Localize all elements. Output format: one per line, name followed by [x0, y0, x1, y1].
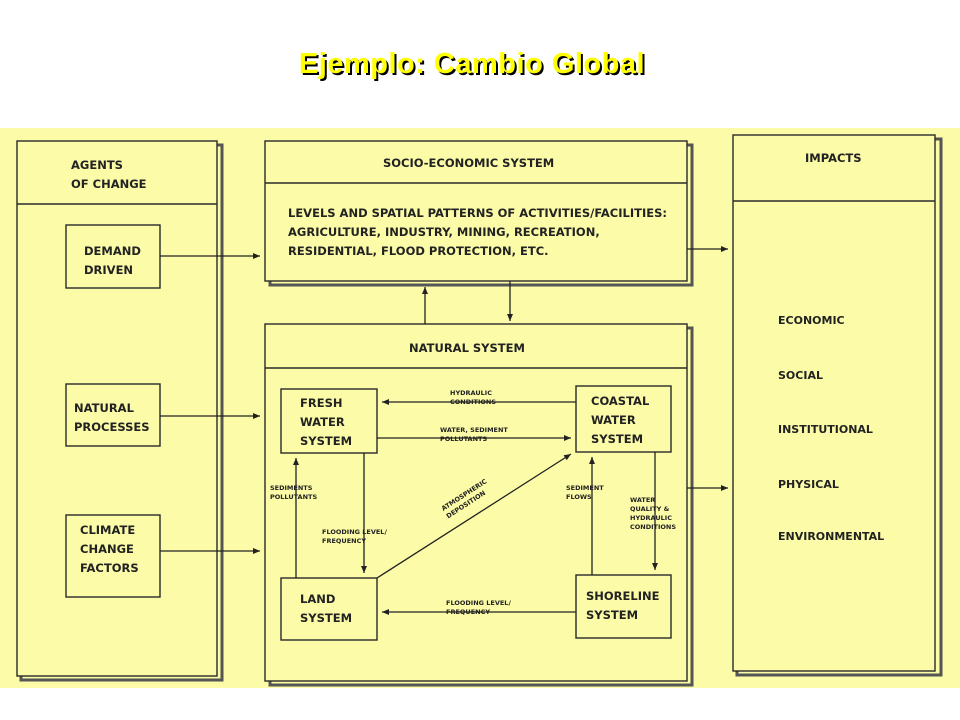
climate-change-box: [65, 514, 161, 598]
impact-social: SOCIAL: [778, 369, 823, 382]
impact-institutional: INSTITUTIONAL: [778, 423, 873, 436]
natural-system-header: NATURAL SYSTEM: [409, 341, 525, 355]
diagram-panel: AGENTS OF CHANGE DEMAND DRIVEN NATURAL P…: [0, 128, 960, 688]
socio-economic-header: SOCIO-ECONOMIC SYSTEM: [383, 156, 555, 170]
fresh-water-label: FRESH WATER SYSTEM: [300, 396, 353, 448]
flooding-fresh-label: FLOODING LEVEL/ FREQUENCY: [322, 528, 387, 545]
agents-column: [16, 140, 218, 677]
impacts-column: [732, 134, 936, 672]
demand-driven-label: DEMAND DRIVEN: [84, 244, 141, 277]
socio-economic-body: LEVELS AND SPATIAL PATTERNS OF ACTIVITIE…: [288, 206, 667, 258]
agents-header: AGENTS OF CHANGE: [71, 158, 147, 191]
shoreline-label: SHORELINE SYSTEM: [586, 589, 660, 622]
natural-system-box: [264, 323, 688, 682]
impact-physical: PHYSICAL: [778, 478, 839, 491]
impact-economic: ECONOMIC: [778, 314, 845, 327]
water-sediment-label: WATER, SEDIMENT POLLUTANTS: [440, 426, 508, 443]
shoreline-box: [575, 574, 672, 639]
land-system-label: LAND SYSTEM: [300, 592, 353, 625]
diagram-lines: [16, 134, 943, 687]
sediment-flows-label: SEDIMENT FLOWS: [566, 484, 604, 501]
climate-change-label: CLIMATE CHANGE FACTORS: [80, 523, 139, 575]
coastal-water-label: COASTAL WATER SYSTEM: [591, 394, 650, 446]
impact-environmental: ENVIRONMENTAL: [778, 530, 885, 543]
sediments-pollutants-label: SEDIMENTS POLLUTANTS: [270, 484, 318, 501]
water-quality-label: WATER QUALITY & HYDRAULIC CONDITIONS: [630, 496, 677, 531]
impacts-header: IMPACTS: [805, 151, 862, 165]
natural-processes-box: [65, 383, 161, 447]
flooding-shore-label: FLOODING LEVEL/ FREQUENCY: [446, 599, 511, 616]
hydraulic-conditions-label: HYDRAULIC CONDITIONS: [450, 389, 497, 406]
socio-economic-box: [264, 140, 688, 282]
natural-processes-label: NATURAL PROCESSES: [74, 401, 150, 434]
coastal-water-box: [575, 385, 672, 453]
land-system-box: [280, 577, 378, 641]
fresh-water-box: [280, 388, 378, 454]
slide-title: Ejemplo: Cambio Global: [298, 48, 646, 80]
